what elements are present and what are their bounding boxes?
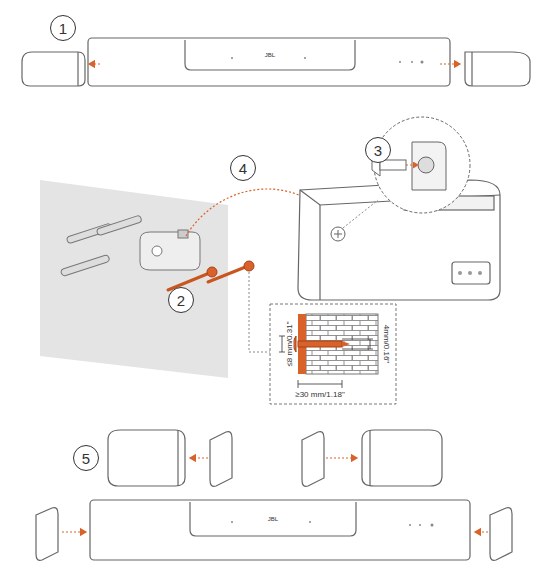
callout-circle: 2 [168, 287, 194, 313]
callout-number: 2 [177, 293, 185, 308]
brand-logo: JBL [265, 52, 275, 58]
dimension-label: ≤8 mm/0.31" [286, 320, 294, 367]
callout-number: 4 [239, 161, 247, 176]
callout-number: 5 [82, 451, 90, 466]
callout-number: 3 [374, 143, 382, 158]
brand-logo: JBL [268, 516, 278, 522]
dimension-label: ≥30 mm/1.18" [294, 391, 345, 399]
callout-number: 1 [59, 21, 67, 36]
dimension-label: 4mm/0.16" [382, 324, 390, 364]
callout-circle: 1 [50, 15, 76, 41]
callout-circle: 5 [73, 445, 99, 471]
callout-circle: 4 [230, 155, 256, 181]
callout-circle: 3 [365, 137, 391, 163]
